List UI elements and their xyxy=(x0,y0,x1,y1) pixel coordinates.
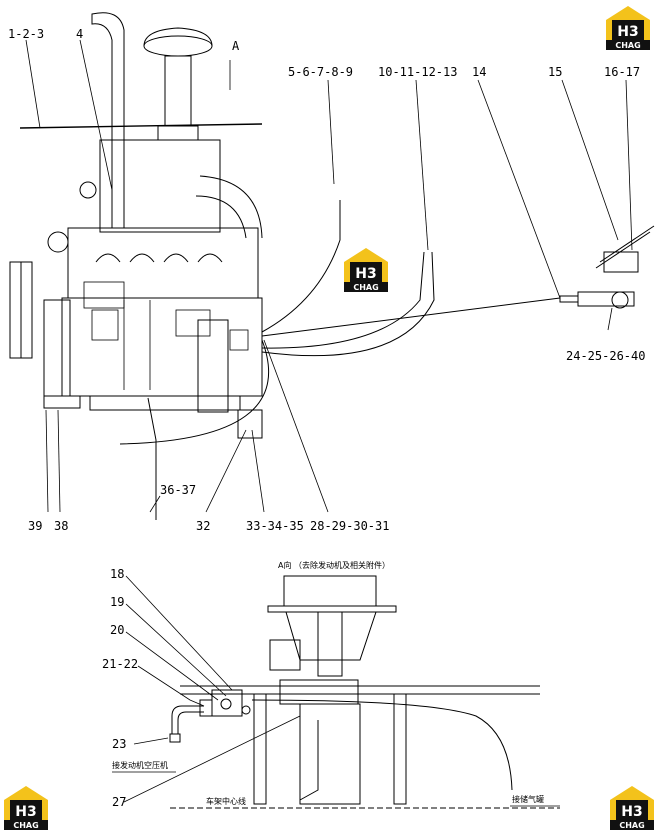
view-a-drawing xyxy=(169,575,560,809)
callout-5-9: 5-6-7-8-9 xyxy=(288,65,353,79)
callout-14: 14 xyxy=(472,65,486,79)
callout-15: 15 xyxy=(548,65,562,79)
logo-word: CHAG xyxy=(619,821,644,830)
callout-28-31: 28-29-30-31 xyxy=(310,519,389,533)
callout-18: 18 xyxy=(110,567,124,581)
logo-letters: H3 xyxy=(621,804,642,820)
logo-middle: H3 CHAG xyxy=(344,248,388,292)
logo-bottom-left: H3 CHAG xyxy=(4,786,48,830)
callout-33-35: 33-34-35 xyxy=(246,519,304,533)
logo-word: CHAG xyxy=(615,41,640,50)
callout-A: A xyxy=(232,39,240,53)
note-compressor: 接发动机空压机 xyxy=(112,760,168,770)
notes: A向 （去除发动机及相关附件） 接发动机空压机 车架中心线 接储气罐 xyxy=(112,560,560,807)
logo-top-right: H3 CHAG xyxy=(606,6,650,50)
callout-39: 39 xyxy=(28,519,42,533)
callout-32: 32 xyxy=(196,519,210,533)
callout-4: 4 xyxy=(76,27,83,41)
logo-word: CHAG xyxy=(13,821,38,830)
callout-1-2-3: 1-2-3 xyxy=(8,27,44,41)
callout-16-17: 16-17 xyxy=(604,65,640,79)
callout-38: 38 xyxy=(54,519,68,533)
callouts-bottom: 18 19 20 21-22 23 27 xyxy=(102,567,138,809)
leader-lines-bottom xyxy=(123,575,301,803)
callouts-top: 1-2-3 4 A 5-6-7-8-9 10-11-12-13 14 15 16… xyxy=(8,27,645,533)
view-title: A向 （去除发动机及相关附件） xyxy=(278,560,390,570)
callout-36-37: 36-37 xyxy=(160,483,196,497)
callout-27: 27 xyxy=(112,795,126,809)
callout-20: 20 xyxy=(110,623,124,637)
callout-19: 19 xyxy=(110,595,124,609)
logo-word: CHAG xyxy=(353,283,378,292)
logo-bottom-right: H3 CHAG xyxy=(610,786,654,830)
logo-letters: H3 xyxy=(617,24,638,40)
leader-lines-top xyxy=(25,39,633,513)
logo-letters: H3 xyxy=(355,266,376,282)
engine-drawing xyxy=(9,12,655,520)
callout-10-13: 10-11-12-13 xyxy=(378,65,457,79)
note-frame-center: 车架中心线 xyxy=(206,796,246,806)
callout-24-40: 24-25-26-40 xyxy=(566,349,645,363)
note-tank: 接储气罐 xyxy=(512,794,544,804)
callout-21-22: 21-22 xyxy=(102,657,138,671)
logo-letters: H3 xyxy=(15,804,36,820)
callout-23: 23 xyxy=(112,737,126,751)
